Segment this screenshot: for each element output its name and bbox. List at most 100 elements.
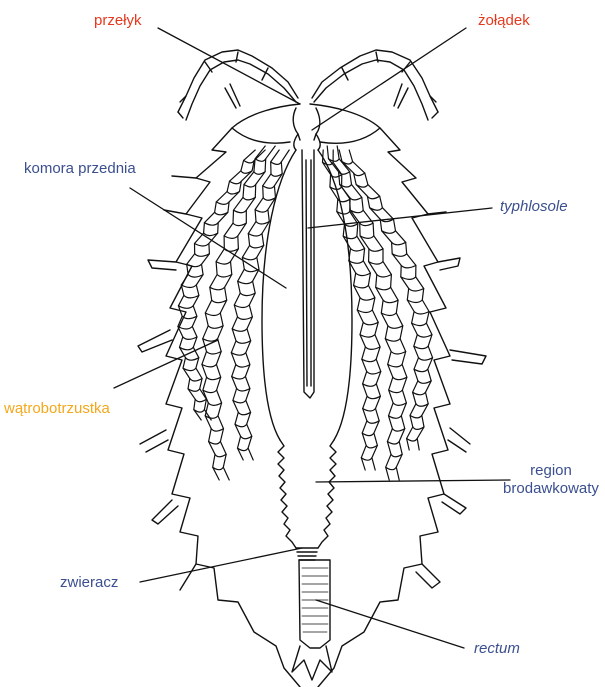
- tubule-coil: [387, 442, 399, 445]
- tubule-coil: [248, 234, 262, 237]
- tubule-coil: [389, 416, 402, 419]
- tubule-coil: [234, 305, 249, 308]
- tubule-coil: [354, 285, 369, 288]
- tubule-coil: [401, 277, 416, 280]
- tubule-coil: [360, 298, 375, 301]
- tubule-coil: [238, 317, 253, 320]
- posterior-end: [292, 646, 332, 680]
- tubule-coil: [203, 390, 217, 393]
- tubule-coil: [413, 392, 426, 395]
- tubule-coil: [236, 341, 251, 344]
- tubule-coil: [234, 210, 247, 213]
- tubule-coil: [181, 285, 196, 288]
- tubule-coil: [360, 335, 375, 338]
- tubule-coil: [178, 306, 193, 309]
- tubule-coil: [385, 339, 400, 342]
- tubule-coil: [238, 281, 253, 284]
- tubule-coil: [357, 310, 372, 313]
- tubule-coil: [349, 261, 364, 264]
- tubule-coil: [205, 416, 218, 419]
- label-region-line1: region: [498, 462, 604, 480]
- hepatopancreas-tubules: [178, 146, 433, 480]
- tubule-coil: [392, 242, 406, 245]
- tubule-coil: [412, 323, 427, 326]
- antennae: [178, 50, 438, 120]
- leader-typhlosole: [308, 208, 492, 228]
- tubule-coil: [363, 409, 376, 412]
- tubule-coil: [363, 322, 378, 325]
- tubule-coil: [376, 287, 391, 290]
- tubule-coil: [238, 412, 250, 415]
- leader-zwieracz: [140, 548, 302, 582]
- tubule-coil: [401, 265, 416, 268]
- tubule-coil: [255, 210, 268, 213]
- tubule-coil: [208, 403, 221, 406]
- leader-region: [316, 480, 510, 482]
- tubule-coil: [244, 160, 255, 163]
- tubule-coil: [240, 293, 255, 296]
- tubule-coil: [356, 273, 371, 276]
- tubule-coil: [331, 175, 342, 178]
- tubule-coil: [388, 326, 403, 329]
- tubule-coil: [362, 359, 376, 362]
- tubule-coil: [250, 245, 264, 248]
- tubule-coil: [414, 369, 428, 372]
- tubule-coil: [232, 329, 247, 332]
- tubule-coil: [230, 181, 242, 184]
- tubule-coil: [178, 327, 192, 330]
- tubule-coil: [255, 159, 266, 162]
- tubule-coil: [386, 467, 397, 470]
- tubule-coil: [212, 300, 227, 303]
- tubule-coil: [244, 185, 256, 188]
- tubule-coil: [407, 300, 422, 303]
- sphincter: [296, 548, 318, 560]
- tubule-coil: [190, 379, 202, 382]
- tubule-coil: [195, 244, 209, 247]
- tubule-coil: [211, 429, 223, 432]
- tubule-coil: [215, 454, 226, 457]
- tubule-coil: [367, 196, 379, 199]
- tubule-coil: [391, 352, 406, 355]
- tubule-coil: [188, 275, 203, 278]
- tubule-coil: [210, 287, 225, 290]
- label-typhlosole: typhlosole: [500, 198, 568, 216]
- tubule-coil: [407, 439, 418, 442]
- tubule-coil: [207, 352, 222, 355]
- tubule-coil: [366, 445, 377, 448]
- tubule-coil: [231, 353, 246, 356]
- tubule-coil: [350, 197, 362, 200]
- label-przelyk: przełyk: [94, 12, 142, 30]
- tubule-coil: [393, 377, 407, 380]
- tubule-coil: [351, 249, 365, 252]
- tubule-coil: [369, 249, 383, 252]
- tubule-coil: [419, 358, 433, 361]
- tubule-coil: [409, 289, 424, 292]
- tubule-coil: [195, 399, 206, 402]
- tubule-coil: [180, 347, 194, 350]
- tubule-coil: [204, 223, 218, 226]
- tubule-coil: [414, 346, 428, 349]
- tubule-coil: [207, 377, 221, 380]
- rectum-stripes: [302, 568, 328, 632]
- tubule-coil: [377, 275, 392, 278]
- typhlosole-structure: [302, 150, 314, 398]
- tubule-coil: [241, 436, 252, 439]
- stomach-outline: [294, 134, 320, 150]
- leader-rectum: [316, 600, 464, 648]
- tubule-coil: [237, 389, 250, 392]
- tubule-coil: [216, 202, 229, 205]
- tubule-coil: [388, 364, 402, 367]
- label-komora-przednia: komora przednia: [24, 160, 136, 178]
- tubule-coil: [186, 358, 199, 361]
- label-region-line2: brodawkowaty: [498, 480, 604, 498]
- tubule-coil: [418, 381, 431, 384]
- tubule-coil: [202, 364, 217, 367]
- tubule-coil: [235, 424, 247, 427]
- tubule-coil: [414, 312, 429, 315]
- tubule-coil: [184, 295, 199, 298]
- tubule-wall: [245, 150, 289, 460]
- tubule-coil: [381, 313, 396, 316]
- tubule-coil: [232, 377, 246, 380]
- tubule-coil: [233, 400, 246, 403]
